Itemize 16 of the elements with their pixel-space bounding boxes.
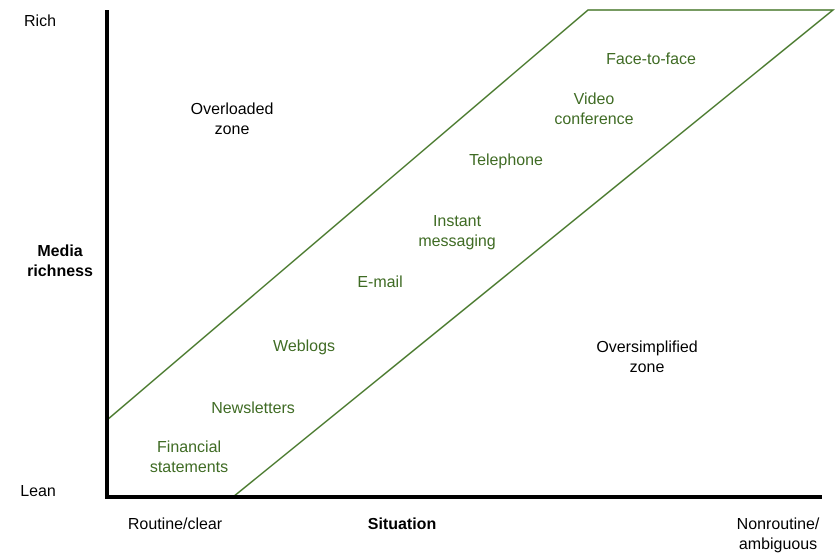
axis-or-zone-label: Instant messaging	[417, 212, 497, 252]
axis-or-zone-label: Video conference	[553, 90, 635, 130]
axis-or-zone-label: Nonroutine/ ambiguous	[736, 515, 820, 555]
axis-or-zone-label: Newsletters	[211, 399, 295, 419]
axis-or-zone-label: E-mail	[357, 273, 403, 293]
axis-or-zone-label: Rich	[24, 12, 56, 32]
axis-or-zone-label: Routine/clear	[128, 515, 222, 535]
axis-or-zone-label: Situation	[368, 515, 436, 535]
axis-or-zone-label: Face-to-face	[606, 50, 696, 70]
axis-or-zone-label: Media richness	[26, 242, 94, 282]
axis-or-zone-label: Financial statements	[148, 438, 230, 478]
axis-or-zone-label: Oversimplified zone	[595, 338, 699, 378]
axis-or-zone-label: Telephone	[469, 151, 543, 171]
axis-or-zone-label: Overloaded zone	[190, 100, 274, 140]
axis-or-zone-label: Lean	[20, 482, 56, 502]
axis-or-zone-label: Weblogs	[273, 337, 335, 357]
